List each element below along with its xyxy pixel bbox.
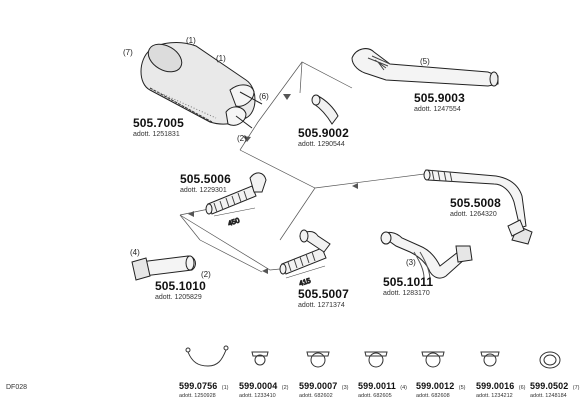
part-number: 599.0502 — [530, 381, 569, 391]
small-part-label-599-0016: 599.0016 (6) adott. 1234212 — [476, 377, 526, 400]
part-label-505-9002: 505.9002 adott. 1290544 — [298, 127, 349, 148]
connector-lines — [179, 61, 441, 273]
qty-label: (2) — [237, 134, 247, 143]
part-label-505-5007: 505.5007 adott. 1271374 — [298, 288, 349, 309]
oe-number: adott. 1271374 — [298, 302, 345, 309]
part-number: 505.9002 — [298, 126, 349, 140]
qty-label: (7) — [123, 48, 133, 57]
small-part-label-599-0756: 599.0756 (1) adott. 1250928 — [179, 377, 229, 400]
pipe-upper-right-drawing — [351, 48, 499, 87]
pipe-right-drawing — [423, 169, 533, 245]
arrow-head — [283, 94, 291, 100]
oe-number: adott. 1247554 — [414, 106, 461, 113]
diagram-code: DF028 — [6, 384, 28, 391]
part-number: 599.0011 — [358, 381, 396, 391]
part-number: 505.1011 — [383, 275, 434, 289]
manifold-pipe-drawing — [380, 231, 473, 281]
small-part-label-599-0011: 599.0011 (4) adott. 682605 377937 — [358, 377, 407, 400]
part-label-505-1011: 505.1011 adott. 1283170 — [383, 276, 433, 297]
muffler-drawing — [140, 42, 263, 129]
small-part-label-599-0007: 599.0007 (3) adott. 682602 677935 — [299, 377, 349, 400]
flex-pipe-415-drawing: 415 — [279, 229, 331, 288]
arrow-head — [352, 183, 358, 189]
part-label-505-9003: 505.9003 adott. 1247554 — [414, 92, 465, 113]
qty-label: (7) — [572, 385, 580, 391]
oe-number: adott. 1205829 — [155, 294, 202, 301]
small-part-label-599-0004: 599.0004 (2) adott. 1233410 — [239, 377, 289, 400]
qty-label: (5) — [458, 385, 466, 391]
oe-number: adott. 682602 — [299, 393, 333, 399]
small-part-label-599-0502: 599.0502 (7) adott. 1248184 — [530, 377, 580, 400]
clamp-icon — [306, 351, 330, 368]
arrow-head — [188, 211, 194, 217]
oe-number: adott. 1264320 — [450, 211, 497, 218]
connector-line — [239, 121, 259, 151]
small-parts-icons — [185, 345, 561, 369]
dimension-label: 415 — [298, 278, 311, 288]
clamp-icon — [251, 351, 269, 366]
strap-icon — [187, 349, 227, 367]
part-number: 599.0004 — [239, 381, 278, 391]
part-number: 505.1010 — [155, 279, 206, 293]
oe-number: adott. 1229301 — [180, 187, 227, 194]
part-number: 599.0016 — [476, 381, 515, 391]
part-number: 505.5007 — [298, 287, 349, 301]
part-number: 505.7005 — [133, 116, 184, 130]
oe-number: adott. 1233410 — [239, 393, 276, 399]
arrow-heads — [188, 94, 358, 274]
part-label-505-5006: 505.5006 adott. 1229301 — [180, 173, 231, 194]
part-number: 505.5008 — [450, 196, 501, 210]
elbow-small-drawing — [311, 94, 339, 125]
part-number: 599.0756 — [179, 381, 218, 391]
qty-label: (4) — [130, 248, 140, 257]
qty-label: (2) — [201, 270, 211, 279]
qty-label: (4) — [400, 385, 408, 391]
small-part-label-599-0012: 599.0012 (5) adott. 682608 279634 — [416, 377, 466, 400]
qty-label: (1) — [221, 385, 229, 391]
oe-number: adott. 1251831 — [133, 131, 180, 138]
oe-number: adott. 1283170 — [383, 290, 430, 297]
qty-label: (3) — [406, 258, 416, 267]
qty-label: (1) — [186, 36, 196, 45]
part-number: 505.9003 — [414, 91, 465, 105]
arrow-head — [243, 136, 251, 142]
qty-label: (1) — [216, 54, 226, 63]
connector-line — [279, 187, 316, 241]
oe-number: adott. 682608 — [416, 393, 450, 399]
qty-label: (5) — [420, 57, 430, 66]
qty-label: (3) — [341, 385, 349, 391]
clamp-icon — [364, 351, 388, 368]
clamp-icon — [421, 351, 445, 368]
part-label-505-7005: 505.7005 adott. 1251831 — [133, 117, 184, 138]
clamp-icon — [480, 351, 500, 367]
gasket-icon — [539, 351, 561, 369]
qty-label: (2) — [281, 385, 289, 391]
oe-number: adott. 1248184 — [530, 393, 567, 399]
oe-number: adott. 682605 — [358, 393, 392, 399]
part-label-505-1010: 505.1010 adott. 1205829 — [155, 280, 206, 301]
qty-label: (6) — [259, 92, 269, 101]
arrow-head — [262, 268, 268, 274]
oe-number: adott. 1250928 — [179, 393, 216, 399]
part-number: 599.0012 — [416, 381, 455, 391]
oe-number: adott. 1290544 — [298, 141, 345, 148]
connector-line — [257, 61, 353, 123]
oe-number: adott. 1234212 — [476, 393, 513, 399]
dimension-label: 450 — [227, 217, 240, 228]
part-number: 599.0007 — [299, 381, 338, 391]
qty-label: (6) — [518, 385, 526, 391]
part-number: 505.5006 — [180, 172, 231, 186]
pipe-short-drawing — [131, 255, 196, 281]
part-label-505-5008: 505.5008 adott. 1264320 — [450, 197, 501, 218]
flex-pipe-450-drawing: 450 — [205, 172, 267, 228]
connector-line — [239, 149, 441, 189]
